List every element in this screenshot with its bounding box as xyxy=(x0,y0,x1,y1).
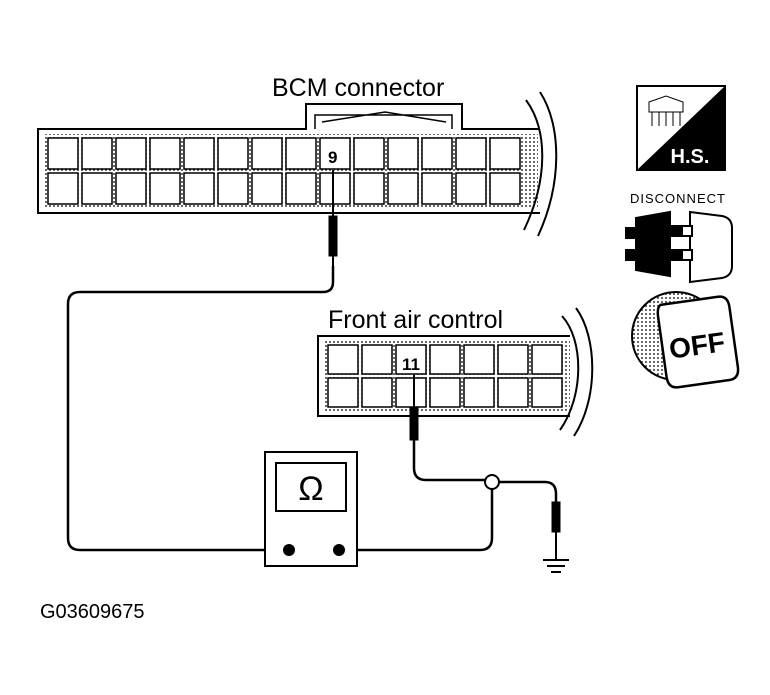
probe-bcm xyxy=(66,170,338,552)
disconnect-icon: DISCONNECT xyxy=(625,191,733,284)
ohm-symbol: Ω xyxy=(298,470,323,508)
bcm-connector-label: BCM connector xyxy=(272,74,444,102)
ignition-off-icon: OFF xyxy=(631,291,740,389)
meter-terminal-right xyxy=(333,544,345,556)
ground-icon xyxy=(543,559,569,573)
bcm-pin-label: 9 xyxy=(328,148,337,167)
hs-text: H.S. xyxy=(671,146,710,168)
disconnect-text: DISCONNECT xyxy=(630,191,726,206)
off-text: OFF xyxy=(667,326,727,364)
front-air-control-connector: Front air control 11 xyxy=(317,306,594,437)
front-air-pin-label: 11 xyxy=(402,355,420,374)
meter-terminal-left xyxy=(283,544,295,556)
front-air-control-label: Front air control xyxy=(328,306,503,334)
ohmmeter: Ω xyxy=(264,451,358,567)
probe-front-air xyxy=(344,375,561,560)
figure-code: G03609675 xyxy=(40,601,145,623)
hs-icon: H.S. xyxy=(636,85,726,171)
bcm-connector: BCM connector 9 xyxy=(37,74,558,237)
